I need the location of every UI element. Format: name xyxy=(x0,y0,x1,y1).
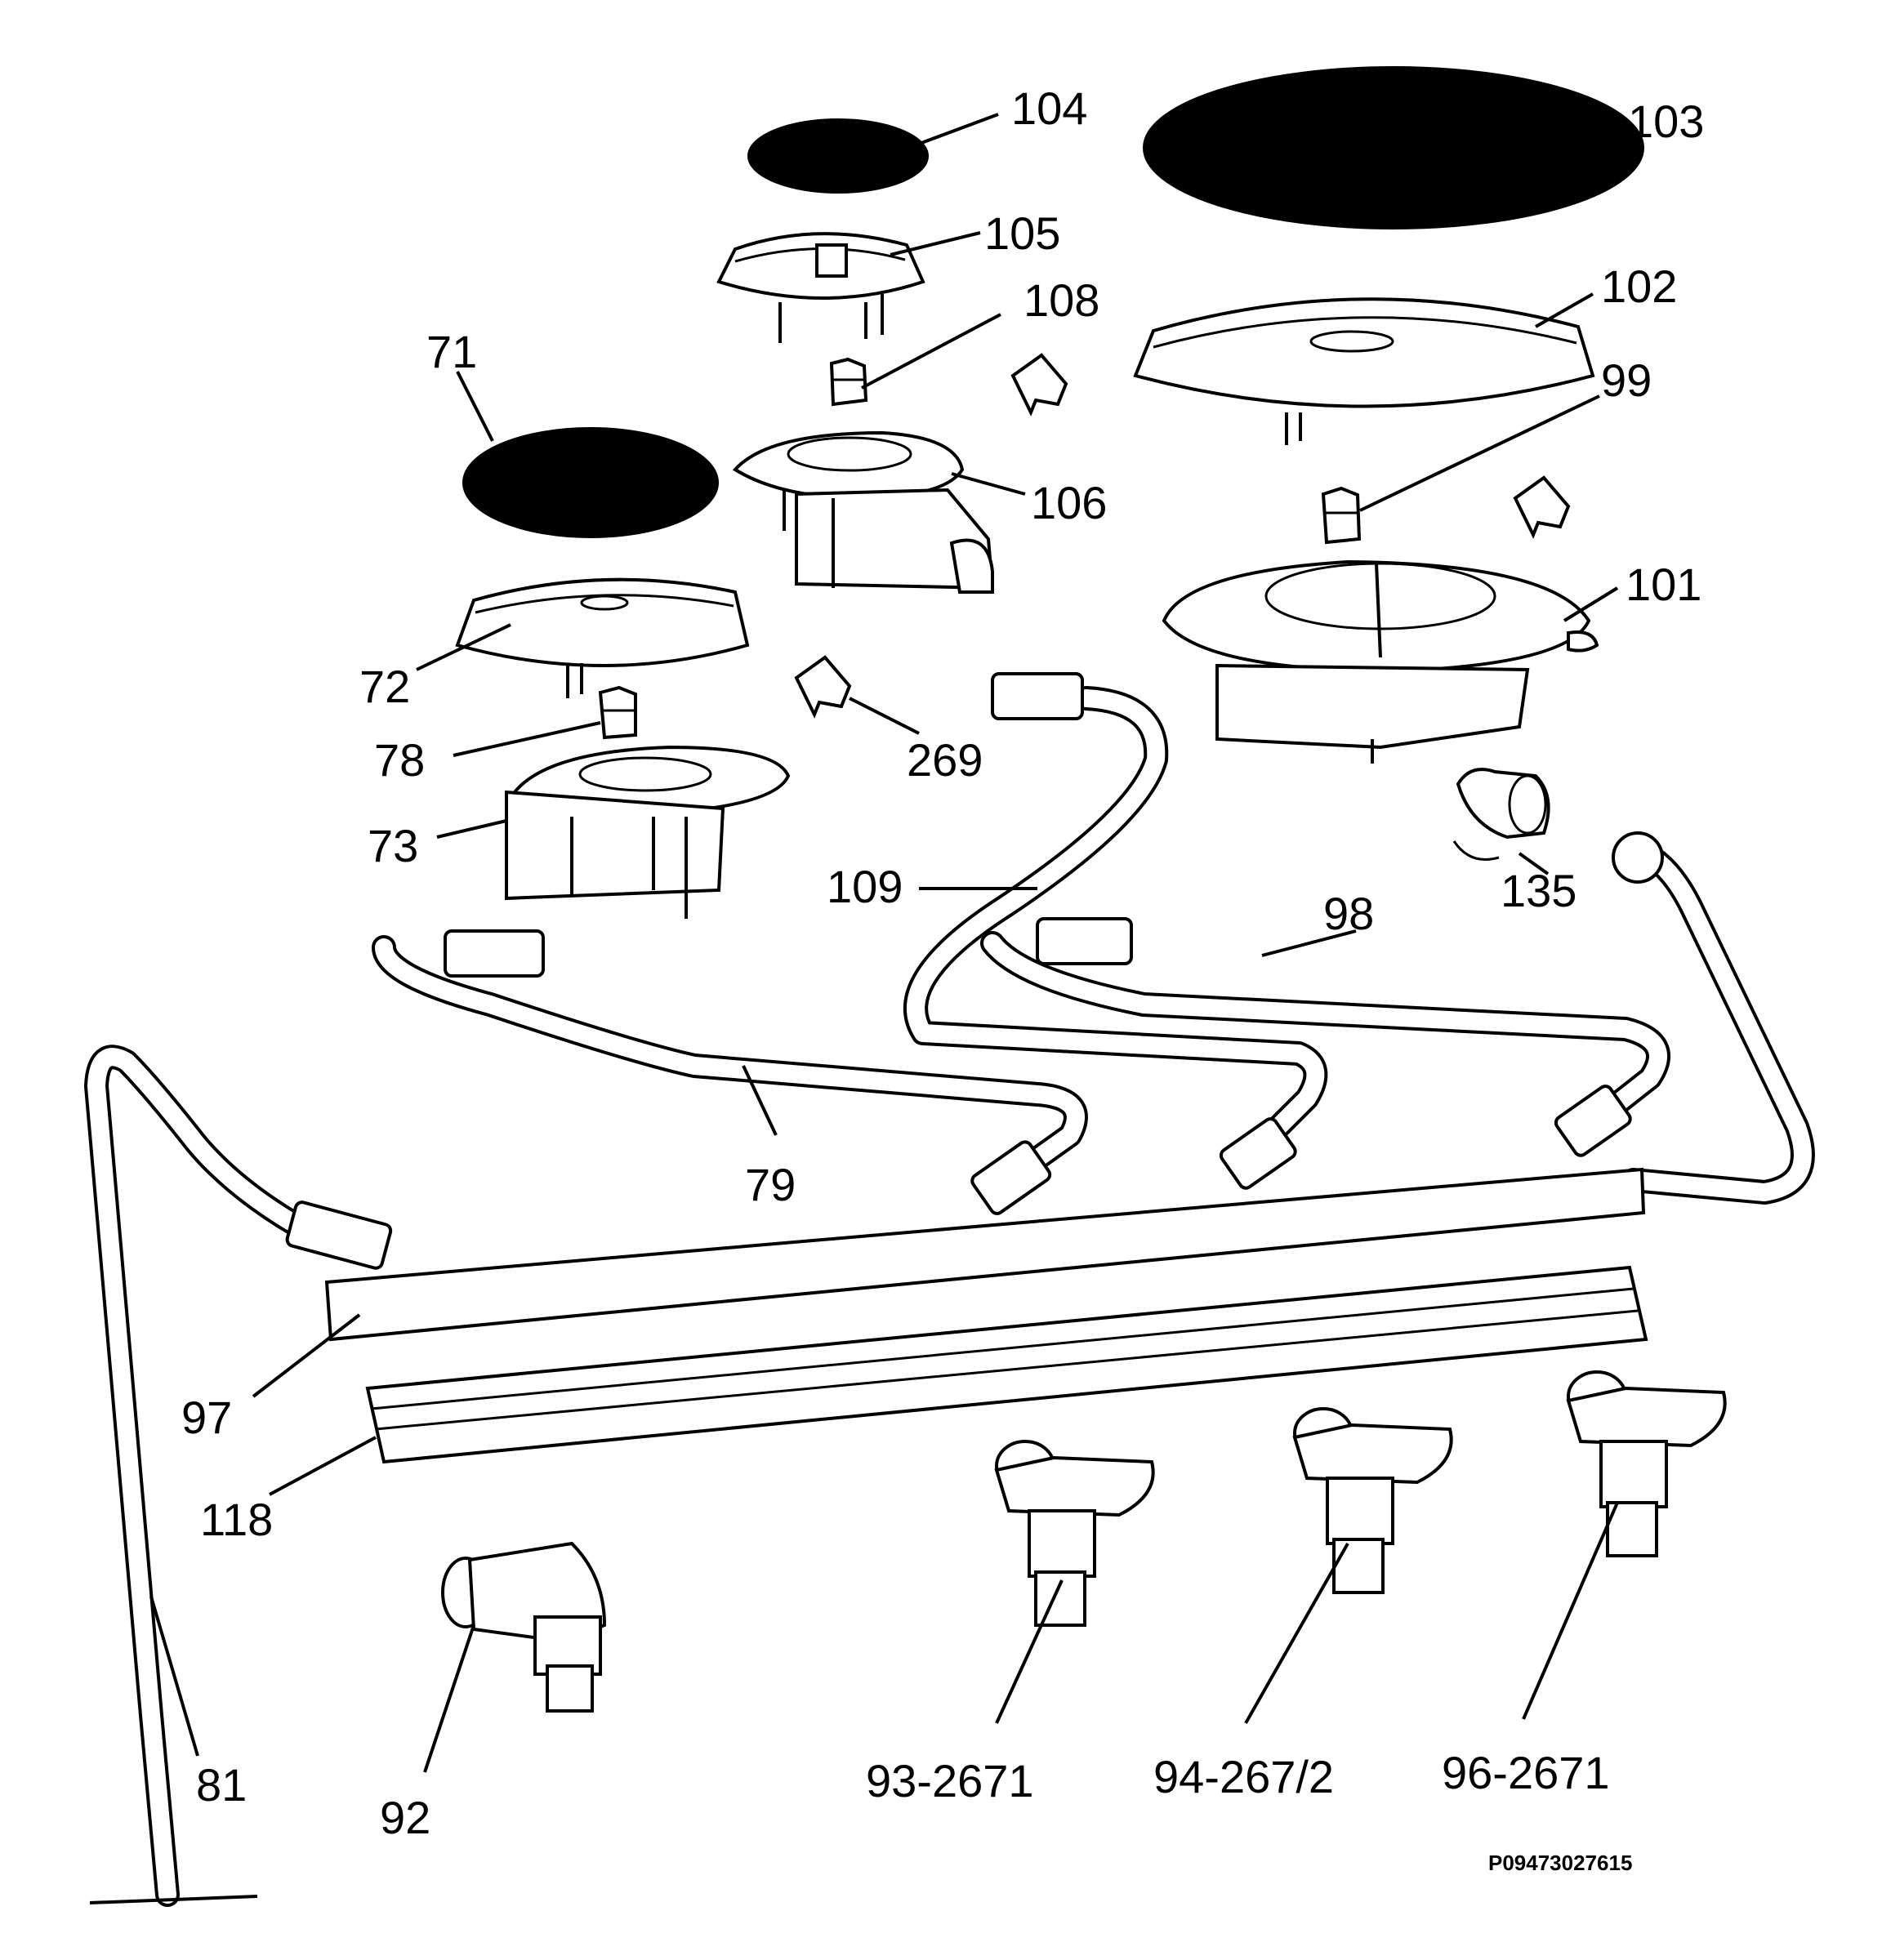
part-label-105: 105 xyxy=(984,207,1060,259)
part-label-78: 78 xyxy=(374,734,425,786)
part-81-pipe xyxy=(84,1045,393,1907)
part-label-269: 269 xyxy=(907,734,983,786)
part-label-97: 97 xyxy=(181,1392,232,1443)
part-label-103: 103 xyxy=(1628,96,1704,147)
part-96-2671-valve xyxy=(1566,1370,1727,1557)
part-label-72: 72 xyxy=(359,661,410,712)
part-102-crown xyxy=(1133,297,1595,445)
part-109-pipe xyxy=(903,672,1328,1190)
part-label-79: 79 xyxy=(745,1159,796,1210)
part-label-92: 92 xyxy=(380,1792,430,1843)
part-label-81: 81 xyxy=(196,1759,247,1811)
part-label-93-2671: 93-2671 xyxy=(866,1755,1034,1806)
part-79-pipe xyxy=(372,929,1088,1215)
part-label-96-2671: 96-2671 xyxy=(1442,1747,1610,1798)
part-73-burner-body xyxy=(505,745,791,919)
part-118-rail xyxy=(365,1265,1648,1464)
part-93-2671-valve xyxy=(994,1440,1155,1627)
drawing-code: P09473027615 xyxy=(1488,1851,1632,1875)
part-label-108: 108 xyxy=(1024,274,1099,326)
part-label-73: 73 xyxy=(368,820,418,871)
part-label-109: 109 xyxy=(827,861,903,912)
part-label-101: 101 xyxy=(1626,559,1701,610)
part-78-injector xyxy=(598,685,637,740)
leader-lines xyxy=(149,113,1622,1773)
part-label-118: 118 xyxy=(200,1494,273,1545)
part-71-cap xyxy=(462,427,719,538)
part-labels: 104 103 105 108 102 71 99 106 101 72 269… xyxy=(181,82,1704,1843)
part-label-94-267-2: 94-267/2 xyxy=(1153,1751,1334,1802)
part-105-crown xyxy=(716,232,925,343)
part-label-102: 102 xyxy=(1601,261,1677,312)
part-98-pipe xyxy=(980,917,1670,1157)
part-108-injector xyxy=(829,357,868,407)
part-106-burner-body xyxy=(732,430,995,594)
clip-icon xyxy=(794,655,852,719)
part-92-valve xyxy=(441,1541,607,1713)
part-label-135: 135 xyxy=(1501,865,1577,916)
part-label-98: 98 xyxy=(1323,888,1374,939)
part-104-cap xyxy=(747,118,929,194)
part-101-burner-body xyxy=(1162,559,1599,764)
part-103-cap xyxy=(1143,66,1644,229)
clip-icon xyxy=(1010,353,1068,416)
part-label-71: 71 xyxy=(426,326,477,377)
part-97-manifold xyxy=(324,1167,1646,1342)
part-135-thermocouple xyxy=(1452,768,1550,861)
part-label-99: 99 xyxy=(1601,354,1652,406)
part-label-106: 106 xyxy=(1031,477,1107,528)
part-72-crown xyxy=(455,577,750,698)
part-97-supply-pipe xyxy=(1612,831,1815,1205)
part-99-injector xyxy=(1321,486,1362,545)
clip-icon xyxy=(1513,475,1571,539)
part-label-104: 104 xyxy=(1011,82,1087,134)
part-94-267/2-valve xyxy=(1292,1407,1453,1594)
